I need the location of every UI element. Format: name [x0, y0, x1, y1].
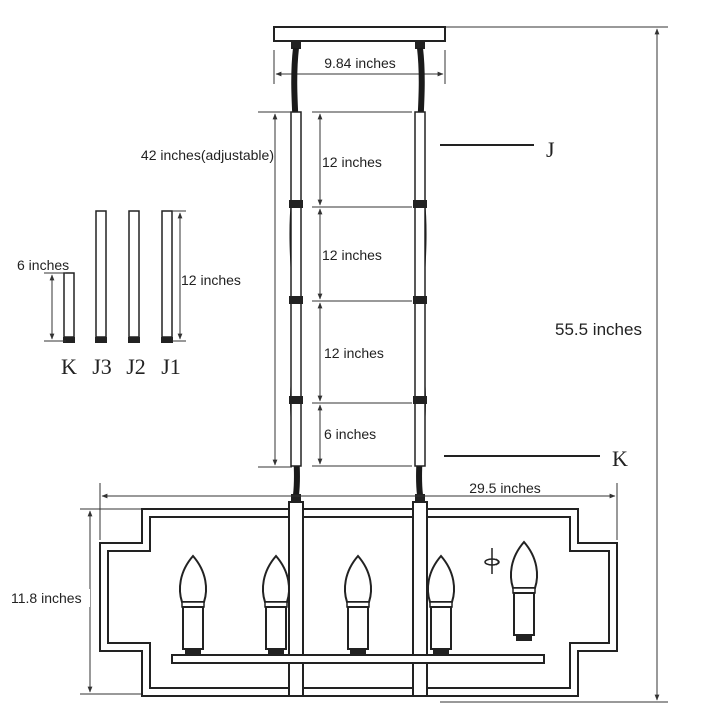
rod-j2-drawing — [128, 210, 140, 338]
spare-rods — [63, 210, 173, 343]
canopy-width-label: 9.84 inches — [324, 55, 396, 71]
fixture-frame — [99, 501, 618, 697]
spare-long-dimension: 12 inches — [172, 210, 241, 342]
rod-j3-drawing — [95, 210, 107, 338]
rod-j1-drawing — [161, 210, 173, 338]
fixture-height-dimension: 11.8 inches — [8, 508, 142, 695]
spare-short-label: 6 inches — [17, 257, 69, 273]
fixture-height-label: 11.8 inches — [11, 590, 82, 606]
left-rod-segments — [290, 111, 302, 467]
rod-j2-label: J2 — [126, 354, 146, 379]
spare-long-label: 12 inches — [181, 272, 241, 288]
bulb-rotate-icon — [484, 548, 500, 574]
rod-4-label: 6 inches — [324, 426, 376, 442]
rod-1-label: 12 inches — [322, 154, 382, 170]
spare-short-dimension: 6 inches — [17, 257, 69, 342]
marker-j: J — [440, 137, 555, 162]
rod-k-drawing — [63, 272, 75, 338]
canopy-plate — [273, 26, 446, 42]
rod-3-label: 12 inches — [324, 345, 384, 361]
rod-total-label: 42 inches(adjustable) — [141, 147, 274, 163]
rod-j1-label: J1 — [161, 354, 181, 379]
rod-segment-dimensions — [312, 111, 412, 467]
rod-j3-label: J3 — [92, 354, 112, 379]
fixture-width-dimension: 29.5 inches — [99, 480, 618, 540]
marker-k: K — [444, 446, 628, 471]
overall-height-dimension: 55.5 inches — [440, 26, 668, 703]
candle-bulbs — [178, 541, 539, 656]
rod-2-label: 12 inches — [322, 247, 382, 263]
marker-k-label: K — [612, 446, 628, 471]
marker-j-label: J — [546, 137, 555, 162]
canopy-width-dimension: 9.84 inches — [273, 50, 446, 84]
overall-height-label: 55.5 inches — [555, 320, 642, 339]
fixture-width-label: 29.5 inches — [469, 480, 541, 496]
rod-k-label: K — [61, 354, 77, 379]
rod-total-dimension: 42 inches(adjustable) — [141, 111, 292, 468]
right-rod-segments — [414, 111, 426, 467]
